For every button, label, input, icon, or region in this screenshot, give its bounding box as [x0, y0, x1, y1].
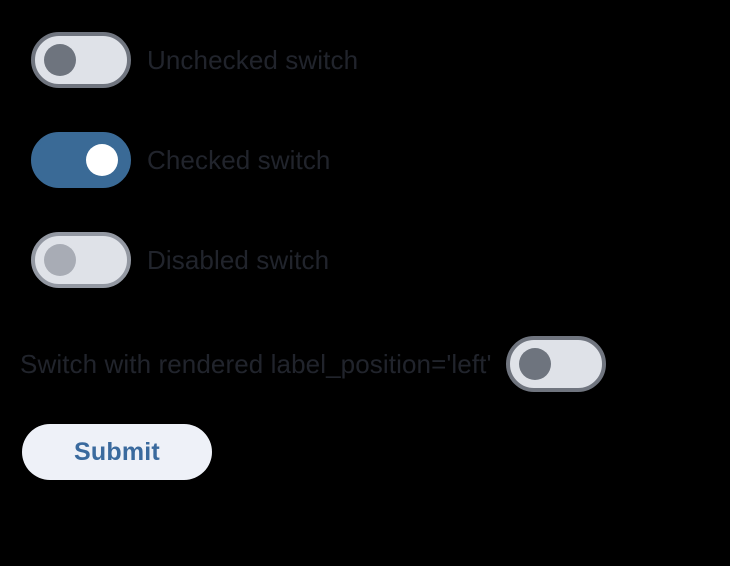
label-left-switch-label: Switch with rendered label_position='lef…	[20, 349, 492, 379]
submit-button[interactable]: Submit	[22, 424, 212, 480]
disabled-switch-label: Disabled switch	[147, 245, 330, 275]
label-left-switch[interactable]	[505, 336, 606, 392]
switch-row-unchecked: Unchecked switch	[31, 32, 358, 88]
switch-row-checked: Checked switch	[31, 132, 330, 188]
disabled-switch	[31, 232, 131, 288]
unchecked-switch[interactable]	[31, 32, 131, 88]
switch-thumb	[44, 244, 76, 276]
checked-switch-label: Checked switch	[147, 145, 331, 175]
switch-thumb	[518, 348, 551, 380]
checked-switch[interactable]	[31, 132, 131, 188]
switch-row-disabled: Disabled switch	[31, 232, 329, 288]
switch-row-label-left: Switch with rendered label_position='lef…	[20, 336, 606, 392]
unchecked-switch-label: Unchecked switch	[147, 45, 359, 75]
switch-thumb	[86, 144, 118, 176]
switch-thumb	[44, 44, 76, 76]
